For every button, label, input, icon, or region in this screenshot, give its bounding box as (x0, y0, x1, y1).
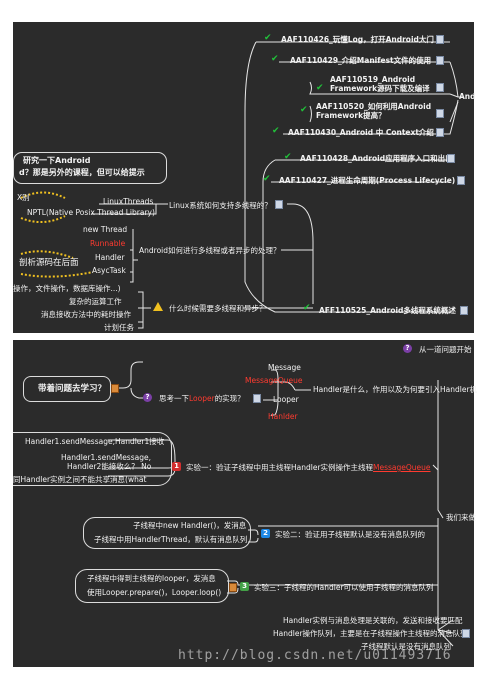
node-timer[interactable]: 计划任务 (104, 323, 134, 332)
top-connector-lines (20, 41, 463, 329)
link-icon (229, 583, 237, 592)
exp1-left-a[interactable]: Handler1.sendMessage,Handler1接收 (25, 437, 165, 446)
note-icon (275, 200, 283, 209)
node-aaf110519-line1[interactable]: AAF110519_Android (330, 75, 416, 84)
node-hanlder[interactable]: Hanlder (268, 412, 298, 421)
study-hint-box[interactable]: 研究一下Android d？那是另外的课程，但可以给提示 (13, 152, 167, 184)
node-analyze-later[interactable]: 剖析源码在后面 (19, 258, 79, 268)
mindmap-top-panel: ✔ AAF110426_玩懂Log，打开Android大门 ✔ AAF11042… (13, 22, 476, 333)
note-icon (436, 128, 444, 137)
question-topic-label: 带着问题去学习？ (38, 384, 107, 394)
study-hint-line1: 研究一下Android (23, 156, 91, 165)
check-icon: ✔ (300, 105, 308, 115)
note-icon (436, 109, 444, 118)
check-icon: ✔ (284, 152, 292, 162)
link-icon (111, 384, 119, 393)
priority-3-icon: 3 (240, 582, 249, 591)
node-aaf110430[interactable]: AAF110430_Android 中 Context介绍 (288, 128, 434, 137)
node-asynctask[interactable]: AsycTask (92, 266, 126, 275)
exp1-left-c[interactable]: Handler2能接收么？ No (67, 462, 152, 471)
node-message[interactable]: Message (268, 363, 301, 372)
check-icon: ✔ (264, 33, 272, 43)
node-linux-multithread-q[interactable]: Linux系统如何支持多线程的？ (169, 201, 272, 210)
node-exp3[interactable]: 实验三：子线程的Handler可以使用子线程的消息队列 (254, 583, 434, 592)
check-icon: ✔ (316, 83, 324, 93)
node-aaf110520-line2[interactable]: Framework提高？ (316, 111, 386, 120)
node-complex-calc[interactable]: 复杂的运算工作 (69, 297, 122, 306)
node-left-x[interactable]: X别 (17, 193, 30, 202)
node-exp2[interactable]: 实验二：验证用子线程默认是没有消息队列的 (275, 530, 425, 539)
node-and-branch[interactable]: And (459, 92, 476, 101)
node-handler-what[interactable]: Handler是什么，作用以及为何要引入Handler机 (313, 385, 478, 394)
node-new-thread[interactable]: new Thread (83, 225, 128, 234)
node-linuxthreads[interactable]: LinuxThreads (103, 197, 154, 206)
study-hint-line2: d？那是另外的课程，但可以给提示 (19, 168, 145, 177)
node-aaf110427[interactable]: AAF110427_进程生命周期(Process Lifecycle) (279, 176, 456, 185)
node-aaf110519-line2[interactable]: Framework源码下载及编译 (330, 84, 430, 93)
note-icon (436, 83, 444, 92)
node-message-queue[interactable]: MessageQueue (245, 376, 303, 385)
watermark: http://blog.csdn.net/u011493716 (178, 648, 452, 663)
node-tail-a[interactable]: Handler实例与消息处理是关联的，发送和接收要匹配 (283, 616, 463, 625)
node-android-async-q[interactable]: Android如何进行多线程或者异步的处理？ (139, 246, 281, 255)
note-icon (436, 56, 444, 65)
node-from-problem[interactable]: 从一道问题开始 (419, 345, 472, 354)
question-topic-box[interactable]: 带着问题去学习？ (23, 376, 111, 402)
node-looper[interactable]: Looper (273, 395, 299, 404)
node-aaf110429[interactable]: AAF110429_介绍Manifest文件的使用 (290, 56, 432, 65)
node-when-q[interactable]: 什么时候需要多线程和异步？ (169, 304, 267, 313)
exp1-group-box (13, 432, 172, 486)
node-we-come[interactable]: 我们来做 (446, 513, 476, 522)
warning-icon (153, 302, 163, 311)
exp2-left-a[interactable]: 子线程中new Handler()，发消息 (133, 521, 247, 530)
note-icon (460, 306, 468, 315)
exp1-left-b[interactable]: Handler1.sendMessage, (61, 453, 151, 462)
node-handler[interactable]: Handler (95, 253, 125, 262)
node-msg-recv[interactable]: 消息接收方法中的耗时操作 (41, 310, 131, 319)
node-tail-b[interactable]: Handler操作队列，主要是在子线程操作主线程的消息队列 (273, 629, 468, 638)
exp2-left-b[interactable]: 子线程中用HandlerThread，默认有消息队列 (94, 535, 248, 544)
exp2-group-box (83, 517, 251, 549)
node-exp1[interactable]: 实验一：验证子线程中用主线程Handler实例操作主线程MessageQueue (186, 463, 431, 472)
note-icon (253, 394, 261, 403)
node-aff110525[interactable]: AFF110525_Android多线程系统概述 (319, 306, 456, 315)
node-aaf110520-line1[interactable]: AAF110520_如何利用Android (316, 102, 432, 111)
bottom-connector-lines (108, 361, 454, 647)
check-icon: ✔ (263, 174, 271, 184)
node-io-ops[interactable]: 操作，文件操作，数据库操作...) (13, 284, 121, 293)
note-icon (457, 176, 465, 185)
note-icon (447, 154, 455, 163)
check-icon: ✔ (303, 303, 311, 313)
node-aaf110426[interactable]: AAF110426_玩懂Log，打开Android大门 (281, 35, 434, 44)
question-icon: ? (403, 344, 412, 353)
priority-1-icon: 1 (172, 462, 181, 471)
note-icon (436, 35, 444, 44)
priority-2-icon: 2 (261, 529, 270, 538)
note-icon (462, 629, 470, 638)
check-icon: ✔ (272, 126, 280, 136)
node-nptl[interactable]: NPTL(Native Posix Thread Library) (27, 208, 155, 217)
check-icon: ✔ (271, 54, 279, 64)
node-runnable[interactable]: Runnable (90, 239, 126, 248)
mindmap-bottom-panel: ? 从一道问题开始 带着问题去学习？ ? 思考一下Looper的实现？ Mess… (13, 340, 478, 667)
node-think-looper-a[interactable]: 思考一下Looper的实现？ (159, 394, 245, 403)
exp3-left-b[interactable]: 使用Looper.prepare()，Looper.loop() (87, 588, 222, 597)
question-icon: ? (143, 393, 152, 402)
exp3-group-box (75, 569, 229, 603)
node-tail-c[interactable]: 子线程默认是没有消息队列 (361, 642, 451, 651)
exp1-left-d[interactable]: 同Handler实例之间不能共享消息(what (13, 475, 147, 484)
node-aaf110428[interactable]: AAF110428_Android应用程序入口和出口 (300, 154, 453, 163)
exp3-left-a[interactable]: 子线程中得到主线程的looper，发消息 (87, 574, 216, 583)
